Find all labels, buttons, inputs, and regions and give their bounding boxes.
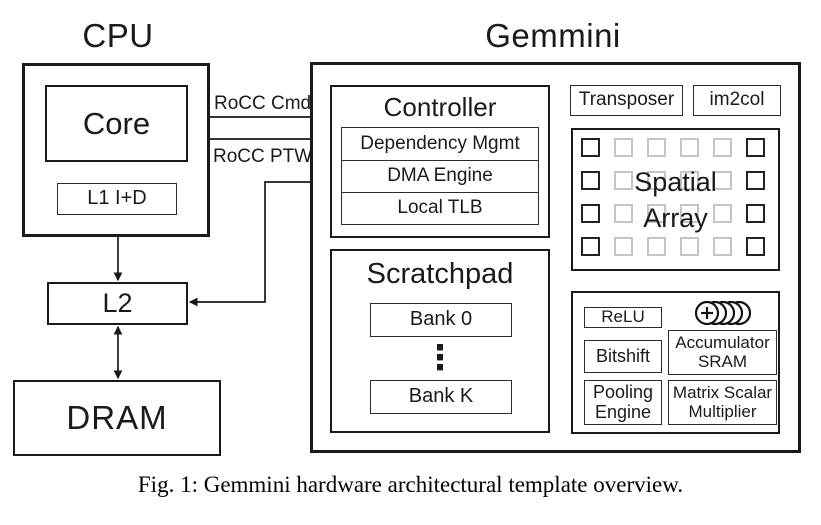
relu-box: ReLU (584, 307, 662, 328)
core-box: Core (45, 85, 188, 162)
rocc-cmd-label: RoCC Cmd (214, 93, 312, 114)
spatial-array-label: Spatial Array (573, 130, 778, 269)
functional-units-box: ReLU Accumulator SRAM Bitshift (571, 291, 780, 434)
dependency-mgmt-label: Dependency Mgmt (360, 132, 520, 154)
relu-label: ReLU (601, 307, 645, 327)
pe-square (581, 138, 600, 157)
cpu-title: CPU (82, 17, 154, 54)
pooling-engine-box: Pooling Engine (584, 380, 662, 425)
bitshift-label: Bitshift (595, 345, 651, 366)
gemmini-title: Gemmini (485, 17, 621, 54)
dma-engine-label: DMA Engine (387, 165, 493, 187)
pe-square (746, 237, 765, 256)
local-tlb-label: Local TLB (397, 197, 483, 219)
local-tlb-row: Local TLB (342, 192, 538, 224)
transposer-box: Transposer (570, 85, 683, 116)
pe-square (581, 204, 600, 223)
pe-square (746, 204, 765, 223)
bitshift-box: Bitshift (584, 340, 662, 373)
im2col-label: im2col (709, 89, 765, 111)
bank-0-label: Bank 0 (409, 308, 473, 331)
im2col-box: im2col (693, 85, 781, 116)
controller-box: Controller Dependency Mgmt DMA Engine Lo… (330, 85, 550, 238)
scratchpad-title: Scratchpad (366, 258, 514, 290)
pe-square (746, 171, 765, 190)
accumulator-sram-line2: SRAM (697, 351, 748, 371)
pooling-engine-line1: Pooling (592, 382, 654, 403)
transposer-label: Transposer (578, 89, 675, 111)
cpu-box: Core L1 I+D (22, 63, 210, 237)
pe-square (746, 138, 765, 157)
bank-0-box: Bank 0 (370, 303, 512, 337)
spatial-array-box: Spatial Array (571, 128, 780, 271)
dram-label: DRAM (66, 399, 168, 437)
pooling-engine-line2: Engine (594, 401, 652, 422)
bank-ellipsis: ⋮ (423, 339, 457, 377)
matrix-scalar-line2: Multiplier (688, 401, 757, 421)
l2-cache-label: L2 (102, 287, 133, 318)
pe-square (581, 171, 600, 190)
dependency-mgmt-row: Dependency Mgmt (342, 128, 538, 160)
matrix-scalar-line1: Matrix Scalar (672, 383, 773, 403)
dma-engine-row: DMA Engine (342, 160, 538, 192)
spatial-array-line1: Spatial (634, 166, 717, 197)
controller-rows: Dependency Mgmt DMA Engine Local TLB (341, 127, 539, 225)
pe-square (581, 237, 600, 256)
l2-cache-box: L2 (47, 282, 188, 325)
accumulator-sram-box: Accumulator SRAM (668, 330, 777, 375)
bank-k-label: Bank K (408, 385, 474, 408)
dram-box: DRAM (13, 380, 221, 456)
accumulator-stack-plus-icon (694, 300, 752, 326)
spatial-array-text-veil (609, 134, 745, 266)
matrix-scalar-multiplier-box: Matrix Scalar Multiplier (668, 380, 777, 425)
l1-cache-label: L1 I+D (87, 187, 147, 210)
spatial-array-line2: Array (643, 202, 708, 233)
bank-k-box: Bank K (370, 380, 512, 414)
scratchpad-box: Scratchpad Bank 0 ⋮ Bank K (330, 249, 550, 433)
gemmini-box: Controller Dependency Mgmt DMA Engine Lo… (310, 62, 801, 453)
figure-caption: Fig. 1: Gemmini hardware architectural t… (137, 472, 684, 497)
rocc-ptw-label: RoCC PTW (213, 146, 313, 167)
l1-cache-box: L1 I+D (57, 183, 177, 215)
controller-title: Controller (383, 92, 497, 122)
accumulator-sram-line1: Accumulator (675, 333, 770, 353)
core-label: Core (82, 105, 151, 141)
